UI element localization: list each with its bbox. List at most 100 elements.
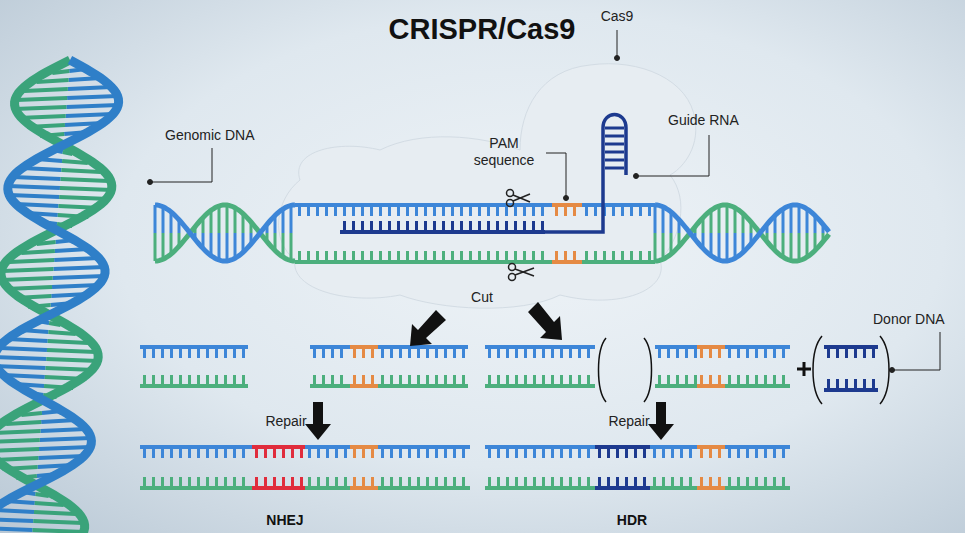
helix-rung	[0, 440, 40, 442]
strand-part	[335, 477, 338, 488]
strand-part	[872, 379, 875, 390]
title: CRISPR/Cas9	[389, 12, 576, 46]
strand-part	[542, 447, 545, 458]
strand-part	[587, 375, 590, 386]
leader-lines	[148, 30, 941, 373]
strand-part	[361, 205, 364, 216]
strand-part	[188, 375, 191, 386]
strand-part	[827, 379, 830, 390]
strand-part	[648, 205, 651, 216]
strand-part	[496, 205, 499, 216]
strand-part	[506, 347, 509, 358]
strand-part	[444, 347, 447, 358]
helix-rung	[54, 258, 99, 260]
strand-part	[206, 447, 209, 458]
strand-part	[845, 379, 848, 390]
strand-part	[224, 477, 227, 488]
strand-part	[506, 477, 509, 488]
strand-part	[233, 447, 236, 458]
strand-part	[533, 447, 536, 458]
strand-part	[143, 375, 146, 386]
strand-part	[694, 375, 697, 386]
strand-part	[353, 477, 356, 488]
strand-part	[424, 205, 427, 216]
dna-strands	[140, 203, 878, 490]
helix-rung	[0, 449, 39, 451]
strand-part	[218, 233, 221, 260]
helix-rung	[33, 530, 85, 532]
strand-part	[381, 477, 384, 488]
strand-part	[755, 347, 758, 358]
strand-part	[453, 447, 456, 458]
strand-part	[709, 375, 712, 386]
strand-part	[362, 375, 365, 386]
strand-part	[488, 477, 491, 488]
strand-part	[453, 347, 456, 358]
strand-part	[433, 205, 436, 216]
strand-part	[444, 375, 447, 386]
strand-part	[197, 477, 200, 488]
strand-part	[718, 447, 721, 458]
strand-part	[515, 477, 518, 488]
strand-part	[206, 477, 209, 488]
strand-part	[643, 447, 646, 458]
strand-part	[371, 447, 374, 458]
strand-part	[569, 347, 572, 358]
strand-part	[726, 233, 729, 261]
helix-rung	[9, 260, 54, 262]
strand-part	[718, 477, 721, 488]
strand-part	[226, 233, 229, 261]
strand-part	[331, 375, 334, 386]
strand-part	[863, 347, 866, 358]
strand-part	[523, 251, 526, 262]
strand-part	[218, 206, 221, 233]
strand-part	[326, 447, 329, 458]
strand-part	[415, 205, 418, 216]
strand-part	[532, 221, 535, 232]
strand-part	[460, 205, 463, 216]
strand-part	[728, 447, 731, 458]
strand-part	[523, 221, 526, 232]
strand-part	[460, 251, 463, 262]
strand-part	[689, 447, 692, 458]
strand-part	[569, 375, 572, 386]
strand-part	[316, 251, 319, 262]
strand-part	[488, 375, 491, 386]
strand-part	[390, 477, 393, 488]
strand-part	[242, 477, 245, 488]
strand-part	[408, 477, 411, 488]
strand-part	[344, 477, 347, 488]
strand-part	[215, 347, 218, 358]
helix-rung	[53, 276, 105, 278]
strand-part	[388, 205, 391, 216]
strand-part	[587, 447, 590, 458]
strand-part	[746, 375, 749, 386]
strand-part	[551, 347, 554, 358]
strand-part	[406, 251, 409, 262]
strand-part	[594, 205, 597, 216]
strand-part	[524, 375, 527, 386]
helix-rung	[0, 431, 40, 433]
strand-part	[755, 477, 758, 488]
strand-part	[496, 221, 499, 232]
strand-part	[426, 447, 429, 458]
helix-rung	[0, 528, 33, 530]
label: Repair	[608, 413, 649, 430]
strand-part	[273, 477, 276, 488]
helix-rung	[21, 251, 55, 253]
strand-part	[728, 477, 731, 488]
helix-rung	[46, 359, 98, 361]
strand-part	[435, 447, 438, 458]
helix-rung	[47, 350, 96, 352]
strand-part	[598, 447, 601, 458]
strand-part	[379, 251, 382, 262]
strand-part	[353, 347, 356, 358]
strand-part	[524, 347, 527, 358]
strand-part	[424, 221, 427, 232]
helix-rung	[60, 188, 112, 190]
strand-part	[326, 477, 329, 488]
label: Donor DNA	[873, 311, 945, 328]
strand-part	[282, 477, 285, 488]
strand-part	[634, 477, 637, 488]
strand-part	[390, 347, 393, 358]
